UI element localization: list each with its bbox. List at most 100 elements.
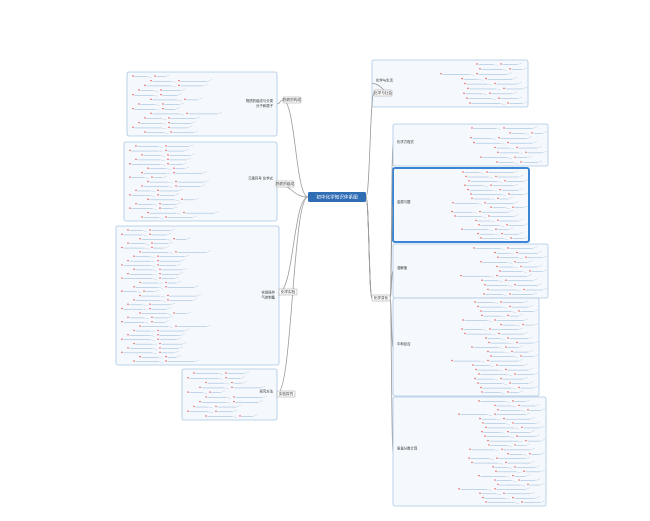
leaf-connector xyxy=(162,132,169,134)
level1-node-tr[interactable]: 化学与社会 xyxy=(373,89,393,97)
leaf-connector xyxy=(151,278,158,280)
subtopic-label[interactable]: 化学方程式 xyxy=(397,139,415,144)
leaf-bullet xyxy=(531,132,533,134)
panel-tr[interactable] xyxy=(371,59,529,108)
leaf-connector xyxy=(195,294,202,297)
level1-box[interactable] xyxy=(373,89,393,97)
leaf-rows-tl xyxy=(132,74,223,134)
subtopic-label[interactable]: 质量分数计算 xyxy=(397,446,418,451)
leaf-bullet xyxy=(497,483,499,486)
panel-ml[interactable] xyxy=(123,141,278,222)
panel-r1[interactable] xyxy=(392,123,549,167)
leaf-connector xyxy=(539,452,546,455)
leaf-connector xyxy=(526,155,533,158)
leaf-connector xyxy=(522,236,529,239)
leaf-bullet xyxy=(151,316,153,319)
leaf-bullet xyxy=(139,294,141,297)
leaf-connector xyxy=(201,392,208,394)
leaf-bullet xyxy=(488,215,490,217)
subtopic-label[interactable]: 溶解度 xyxy=(397,265,408,270)
leaf-bullet xyxy=(514,466,516,468)
leaf-bullet xyxy=(484,284,486,286)
leaf-connector xyxy=(173,193,180,196)
level1-label: 化学变化 xyxy=(374,295,389,300)
leaf-bullet xyxy=(478,224,480,226)
leaf-connector xyxy=(143,247,150,250)
subtopic-label[interactable]: 分子和原子 xyxy=(256,103,274,108)
leaf-connector xyxy=(532,386,539,389)
level1-box[interactable] xyxy=(275,180,295,188)
central-topic[interactable]: 初中化学知识体系图 xyxy=(308,192,366,202)
leaf-connector xyxy=(499,142,506,145)
leaf-connector xyxy=(223,387,230,390)
leaf-connector xyxy=(493,234,500,236)
level1-node-xl[interactable]: 实验探究 xyxy=(276,390,296,398)
leaf-bullet xyxy=(520,355,522,357)
leaf-connector xyxy=(261,395,268,398)
leaf-connector xyxy=(524,412,531,415)
leaf-connector xyxy=(511,77,518,80)
subtopic-label[interactable]: 探究方法 xyxy=(259,389,273,394)
panel-rh[interactable] xyxy=(392,167,530,243)
leaf-connector xyxy=(490,138,497,140)
leaf-connector xyxy=(143,317,150,320)
level1-node-r1[interactable]: 化学变化 xyxy=(371,294,391,302)
leaf-bullet xyxy=(175,185,177,187)
leaf-bullet xyxy=(159,272,161,275)
subtopic-label[interactable]: 化学与生活 xyxy=(376,78,394,83)
leaf-bullet xyxy=(181,198,183,200)
leaf-bullet xyxy=(154,75,156,77)
leaf-bullet xyxy=(522,323,524,326)
leaf-bullet xyxy=(487,288,489,291)
leaf-bullet xyxy=(141,216,143,218)
leaf-bullet xyxy=(173,167,175,169)
leaf-bullet xyxy=(167,294,169,297)
leaf-bullet xyxy=(494,251,496,254)
leaf-connector xyxy=(159,164,166,166)
leaf-connector xyxy=(173,276,180,279)
level1-node-tl[interactable]: 物质的构成 xyxy=(282,96,302,104)
subtopic-label[interactable]: 实验操作 xyxy=(261,290,275,295)
leaf-connector xyxy=(154,104,161,106)
level1-box[interactable] xyxy=(276,390,296,398)
leaf-connector xyxy=(497,462,504,465)
level1-box[interactable] xyxy=(371,294,391,302)
leaf-bullet xyxy=(521,501,523,503)
level1-box[interactable] xyxy=(278,288,298,296)
leaf-connector xyxy=(189,153,196,156)
leaf-bullet xyxy=(467,87,469,90)
panel-xl[interactable] xyxy=(181,368,278,421)
leaf-bullet xyxy=(135,145,137,147)
leaf-bullet xyxy=(159,277,161,279)
subtopic-label[interactable]: 元素符号 化学式 xyxy=(248,176,273,181)
subtopic-label[interactable]: 金属与酸 xyxy=(397,199,411,204)
leaf-connector xyxy=(177,189,184,192)
leaf-bullet xyxy=(474,301,476,303)
subtopic-label[interactable]: 气体制备 xyxy=(261,295,275,300)
leaf-connector xyxy=(223,382,230,385)
leaf-bullet xyxy=(500,323,502,326)
panel-r3[interactable] xyxy=(392,243,549,299)
panel-tl[interactable] xyxy=(126,71,278,137)
central-topic-box[interactable] xyxy=(308,192,366,202)
leaf-bullet xyxy=(127,242,129,244)
leaf-bullet xyxy=(215,405,217,408)
leaf-bullet xyxy=(121,290,123,292)
leaf-connector xyxy=(170,85,177,88)
panel-r4[interactable] xyxy=(392,297,540,397)
level1-node-bl[interactable]: 化学实验 xyxy=(278,288,298,296)
leaf-bullet xyxy=(178,79,180,82)
leaf-bullet xyxy=(473,247,475,249)
leaf-bullet xyxy=(129,176,131,178)
leaf-bullet xyxy=(147,211,149,214)
leaf-connector xyxy=(529,430,536,433)
subtopic-label[interactable]: 物质的组成与分类 xyxy=(246,98,274,103)
leaf-connector xyxy=(512,184,519,186)
level1-node-ml[interactable]: 物质的组成 xyxy=(275,180,295,188)
subtopic-label[interactable]: 中和反应 xyxy=(397,341,411,346)
level1-box[interactable] xyxy=(282,96,302,104)
leaf-bullet xyxy=(466,97,468,99)
leaf-connector xyxy=(153,289,160,292)
leaf-connector xyxy=(506,262,513,264)
leaf-connector xyxy=(536,146,543,149)
